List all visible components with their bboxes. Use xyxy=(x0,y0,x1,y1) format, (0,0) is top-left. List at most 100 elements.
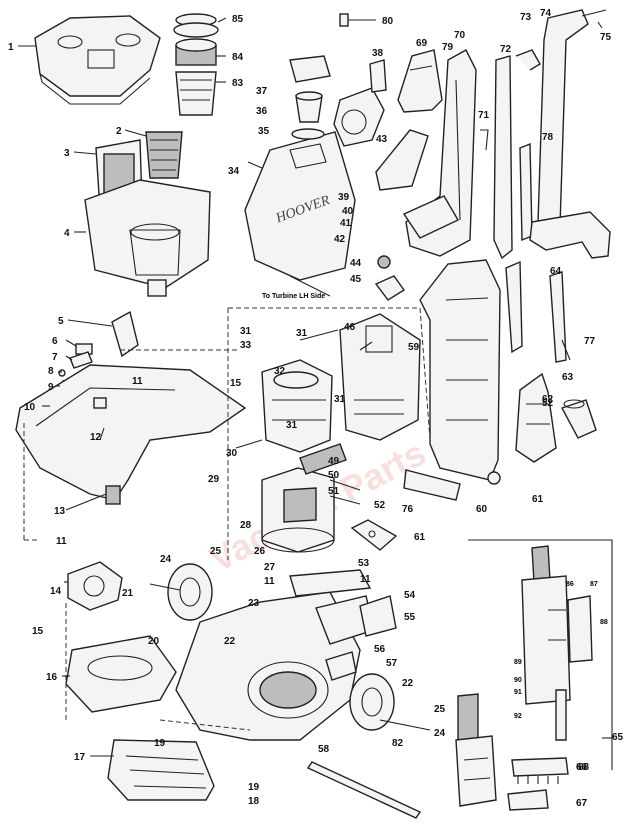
label-24b: 24 xyxy=(434,728,446,739)
label-10: 10 xyxy=(24,402,36,413)
label-66: 66 xyxy=(576,762,588,773)
part-71-78-handle-parts xyxy=(480,9,607,260)
label-24a: 24 xyxy=(160,554,172,565)
label-91: 91 xyxy=(514,689,522,696)
part-59-60-rear-housing xyxy=(419,259,501,485)
label-43: 43 xyxy=(376,134,388,145)
label-67: 67 xyxy=(576,798,588,809)
part-28-29-fan xyxy=(261,467,335,553)
part-65-upholstery-tool xyxy=(455,539,613,807)
part-64-handle-grip xyxy=(529,211,611,259)
label-7: 7 xyxy=(52,352,58,363)
label-31d: 31 xyxy=(286,420,298,431)
label-39: 39 xyxy=(338,192,350,203)
label-19a: 19 xyxy=(154,738,166,749)
label-36: 36 xyxy=(256,106,268,117)
label-19b: 19 xyxy=(248,782,260,793)
part-49-52-hose-fittings xyxy=(299,443,361,505)
part-92-rod xyxy=(306,761,422,819)
label-3: 3 xyxy=(64,148,70,159)
label-25b: 25 xyxy=(434,704,446,715)
label-1: 1 xyxy=(8,42,14,53)
label-69: 69 xyxy=(416,38,428,49)
label-28: 28 xyxy=(240,520,252,531)
label-18: 18 xyxy=(248,796,260,807)
label-46: 46 xyxy=(344,322,356,333)
part-77-rod xyxy=(505,260,567,363)
part-58-base-chassis xyxy=(175,591,361,741)
part-67-fitting xyxy=(507,789,549,811)
label-30: 30 xyxy=(226,448,238,459)
turbine-note: To Turbine LH Side xyxy=(262,293,325,300)
label-2: 2 xyxy=(116,126,122,137)
label-76: 76 xyxy=(402,504,414,515)
label-31c: 31 xyxy=(334,394,346,405)
part-44-45-valve xyxy=(374,255,406,301)
label-17: 17 xyxy=(74,752,86,763)
part-63-nozzle xyxy=(560,399,597,439)
label-75: 75 xyxy=(600,32,612,43)
part-69-nozzle-cover xyxy=(397,49,443,113)
label-34: 34 xyxy=(228,166,240,177)
part-25-wheel-left xyxy=(149,563,213,621)
label-54: 54 xyxy=(404,590,416,601)
label-4: 4 xyxy=(64,228,70,239)
label-56: 56 xyxy=(374,644,386,655)
part-16-brush-housing xyxy=(65,635,177,713)
part-34-solution-tank: HOOVER xyxy=(244,131,356,281)
part-14-turbine xyxy=(67,561,123,611)
part-81-bracket xyxy=(350,519,398,551)
label-13: 13 xyxy=(54,506,66,517)
label-78: 78 xyxy=(542,132,554,143)
label-25a: 25 xyxy=(210,546,222,557)
part-17-brush-roll xyxy=(107,739,215,801)
label-61a: 61 xyxy=(532,494,544,505)
assembly-guide-lines xyxy=(23,307,431,731)
label-92: 92 xyxy=(514,713,522,720)
label-5: 5 xyxy=(58,316,64,327)
label-37: 37 xyxy=(256,86,268,97)
label-52a: 52 xyxy=(374,500,386,511)
label-85: 85 xyxy=(232,14,244,25)
label-83: 83 xyxy=(232,78,244,89)
label-59: 59 xyxy=(408,342,420,353)
label-49: 49 xyxy=(328,456,340,467)
label-73: 73 xyxy=(520,12,532,23)
label-57: 57 xyxy=(386,658,398,669)
part-35-37-cap-assembly xyxy=(289,55,331,140)
leader-lines xyxy=(18,17,612,757)
label-63: 63 xyxy=(562,372,574,383)
part-66-brush xyxy=(511,757,569,784)
label-9: 9 xyxy=(48,382,54,393)
label-61b: 61 xyxy=(414,532,426,543)
label-27: 27 xyxy=(264,562,276,573)
part-10-hood xyxy=(15,364,247,505)
label-64: 64 xyxy=(550,266,562,277)
label-6: 6 xyxy=(52,336,58,347)
label-84: 84 xyxy=(232,52,244,63)
part-76-clip xyxy=(403,469,461,501)
label-16: 16 xyxy=(46,672,58,683)
label-31a: 31 xyxy=(240,326,252,337)
label-88: 88 xyxy=(600,619,608,626)
label-20: 20 xyxy=(148,636,160,647)
label-23: 23 xyxy=(248,598,260,609)
part-25-wheel-right xyxy=(349,673,431,731)
part-2-mesh-filter xyxy=(145,131,183,179)
label-50: 50 xyxy=(328,470,340,481)
label-26: 26 xyxy=(254,546,266,557)
part-83-85-filter-stack xyxy=(173,13,219,116)
label-11a: 11 xyxy=(132,376,143,387)
label-60: 60 xyxy=(476,504,488,515)
label-89: 89 xyxy=(514,659,522,666)
label-32: 32 xyxy=(274,366,286,377)
label-11b: 11 xyxy=(56,536,67,547)
label-70: 70 xyxy=(454,30,466,41)
label-45: 45 xyxy=(350,274,362,285)
part-43-nozzle xyxy=(375,129,429,191)
label-31b: 31 xyxy=(296,328,308,339)
part-61-handle-bracket xyxy=(515,372,557,463)
part-38-pump xyxy=(333,59,387,147)
label-55: 55 xyxy=(404,612,416,623)
label-79: 79 xyxy=(442,42,454,53)
